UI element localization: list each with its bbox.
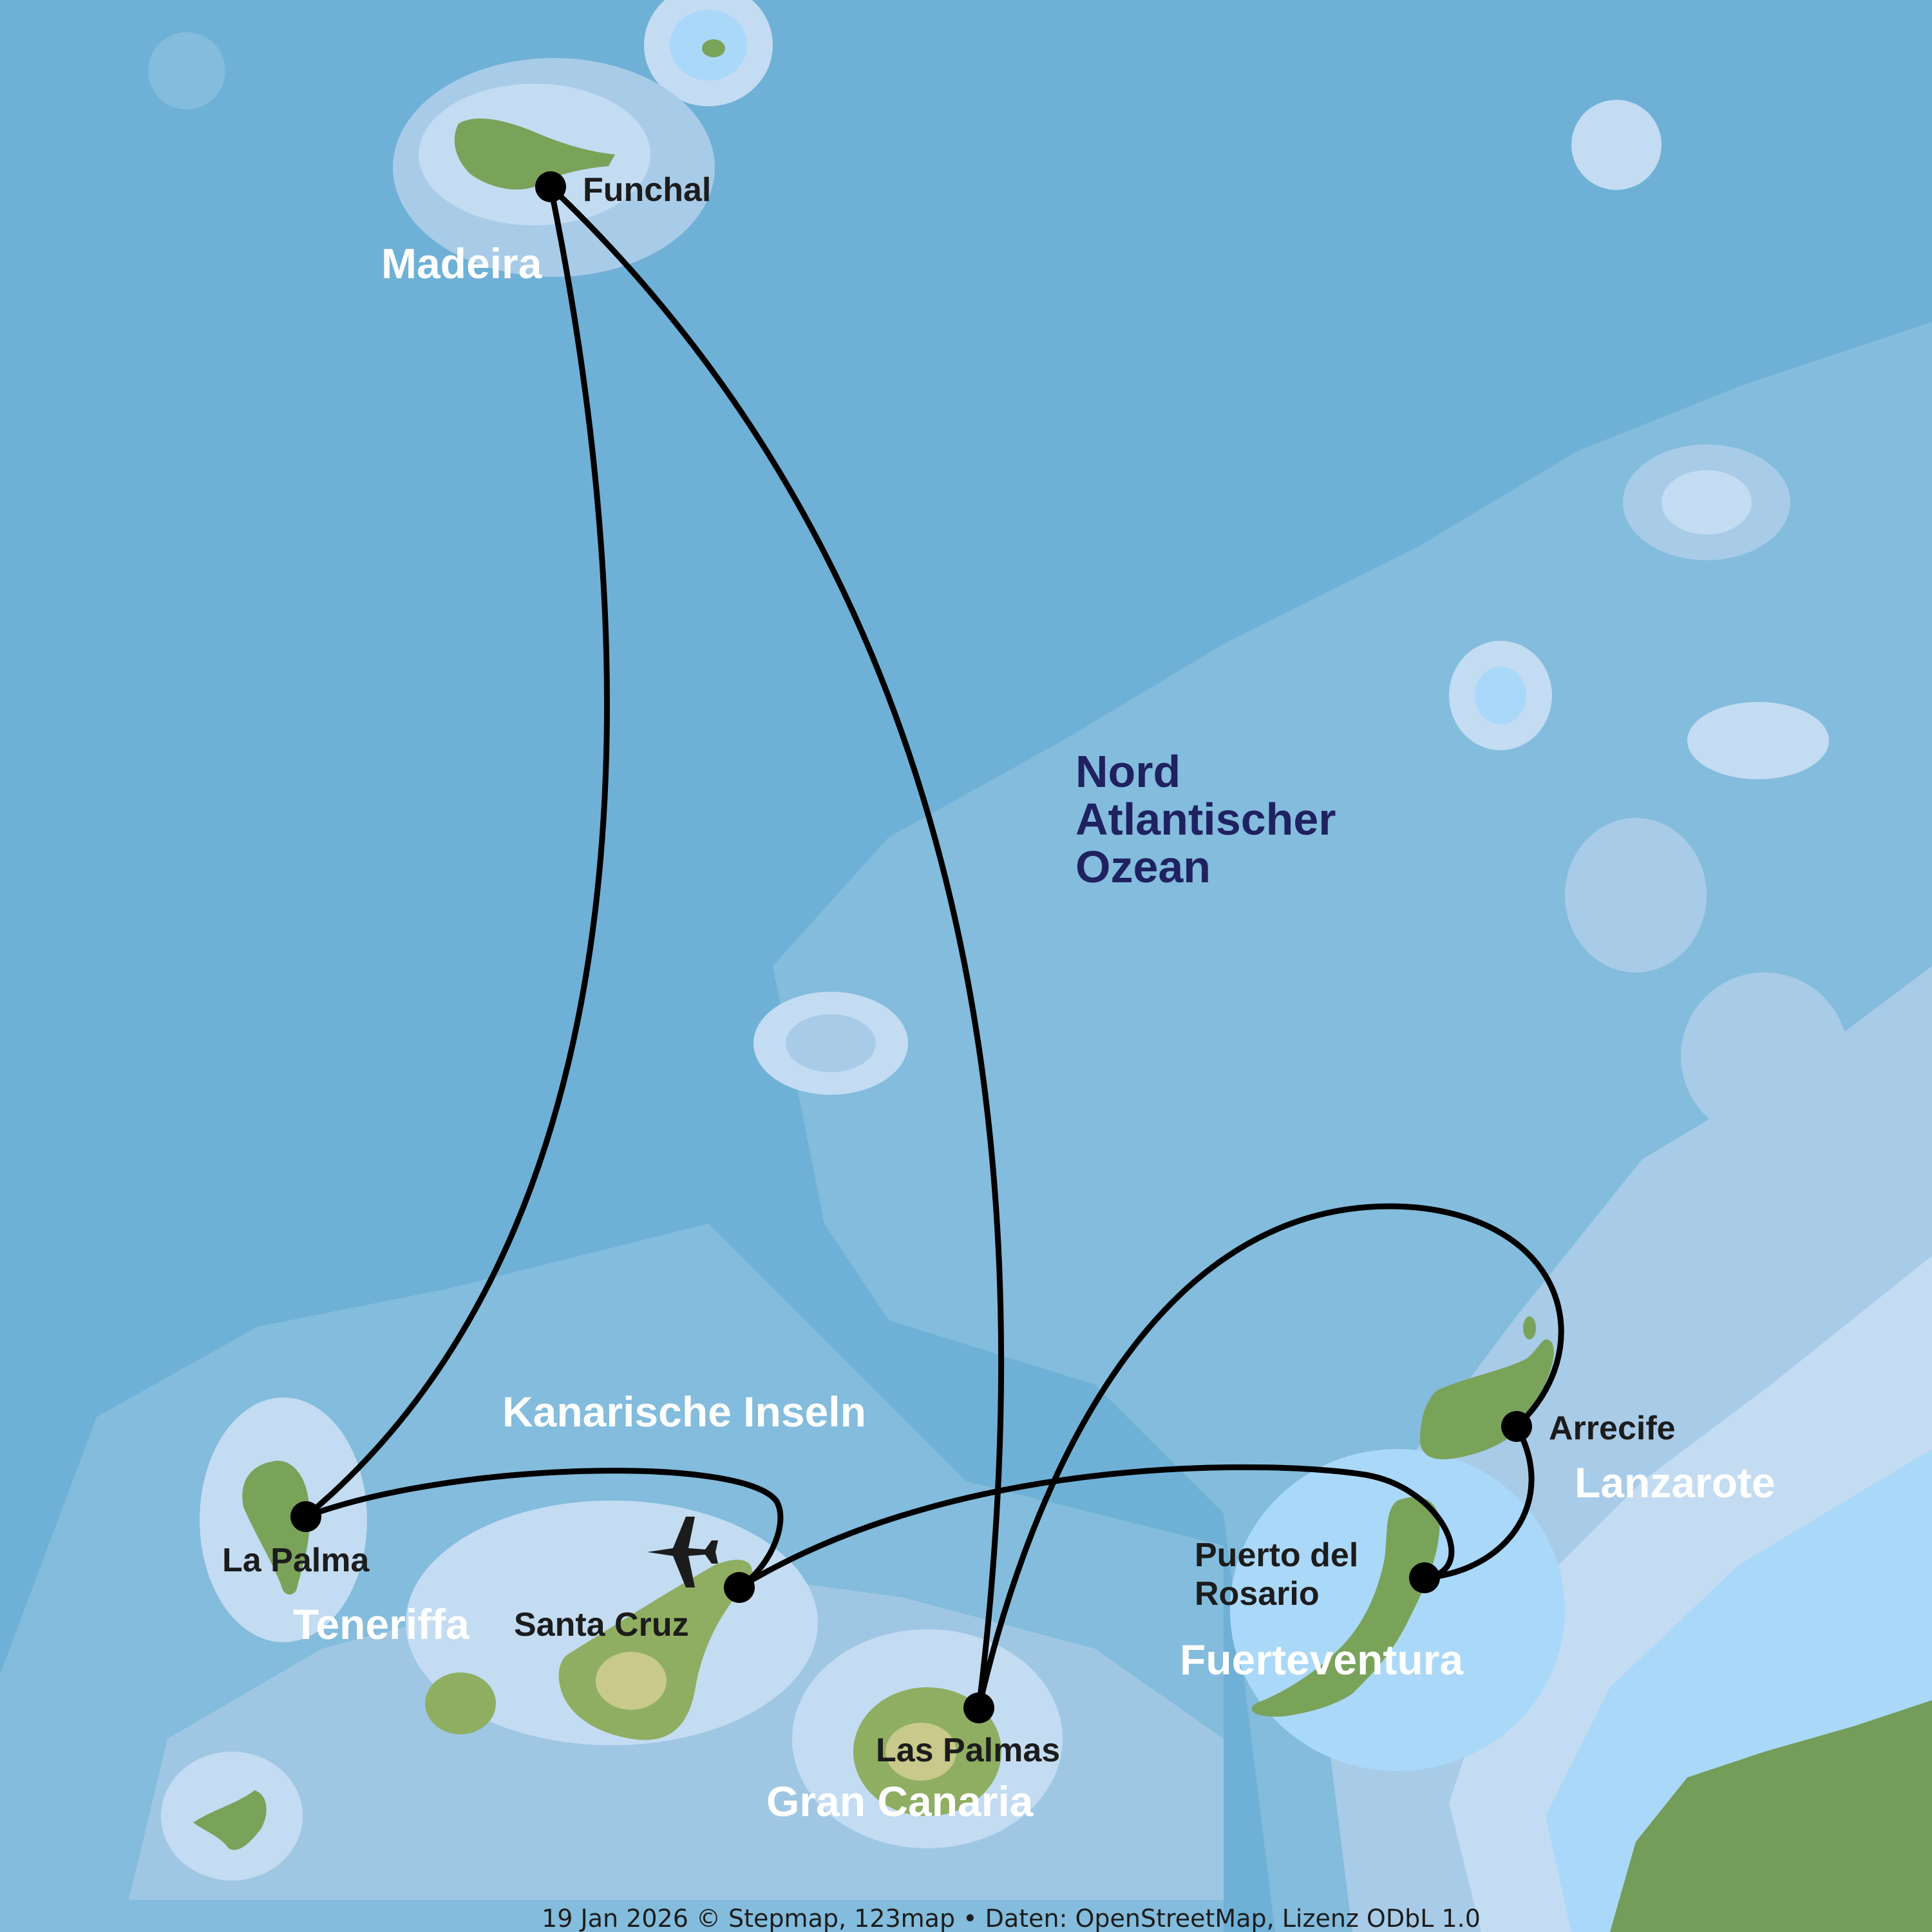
shoal (1571, 100, 1662, 190)
ocean-label: Nord Atlantischer Ozean (1075, 746, 1336, 892)
la-graciosa-island (1523, 1316, 1536, 1340)
map-credit: 19 Jan 2026 © Stepmap, 123map • Daten: O… (542, 1904, 1481, 1932)
shoal (1565, 818, 1707, 972)
island-label-teneriffa: Teneriffa (293, 1600, 470, 1648)
island-label-lanzarote: Lanzarote (1575, 1459, 1776, 1506)
fuerteventura-island (1251, 1497, 1440, 1717)
shoal (1687, 702, 1829, 779)
el-hierro-island (193, 1790, 267, 1850)
route-puerto-del-rosario-arrecife (1421, 1423, 1535, 1581)
city-label-las-palmas: Las Palmas (876, 1732, 1060, 1769)
shoal (148, 32, 225, 109)
city-label-puerto-del-rosario: Puerto del (1195, 1537, 1358, 1574)
route-santa-cruz-puerto-del-rosario (736, 1464, 1455, 1591)
island-label-gran-canaria: Gran Canaria (766, 1777, 1034, 1825)
ocean-label-line1: Nord (1075, 746, 1180, 797)
marker-funchal[interactable] (535, 171, 566, 202)
marker-la-palma[interactable] (290, 1501, 321, 1532)
la-gomera-island (425, 1672, 496, 1734)
marker-santa-cruz[interactable] (724, 1572, 755, 1603)
shoal (1662, 470, 1752, 535)
route-las-palmas-funchal (547, 184, 1005, 1711)
african-coast (1610, 1700, 1932, 1932)
lanzarote-island (1420, 1339, 1554, 1459)
marker-las-palmas[interactable] (963, 1692, 994, 1723)
shoal (1475, 667, 1526, 724)
shoal (786, 1014, 876, 1072)
airplane-icon (647, 1517, 718, 1587)
route-funchal-la-palma (303, 184, 610, 1520)
route (303, 184, 1564, 1711)
marker-arrecife[interactable] (1501, 1411, 1532, 1442)
gran-canaria-peak (886, 1723, 956, 1781)
route-arrecife-las-palmas (976, 1203, 1564, 1711)
city-label-funchal: Funchal (583, 171, 711, 209)
teneriffa-peak (596, 1652, 667, 1710)
ocean-label-line2: Atlantischer (1075, 794, 1336, 844)
island-labels: Madeira Teneriffa Gran Canaria Fuerteven… (293, 240, 1776, 1825)
city-label-la-palma: La Palma (222, 1542, 370, 1579)
island-label-fuerteventura: Fuerteventura (1180, 1636, 1464, 1683)
marker-puerto-del-rosario[interactable] (1409, 1562, 1440, 1593)
city-markers (290, 171, 1532, 1723)
porto-santo-island (702, 39, 725, 57)
island-label-madeira: Madeira (381, 240, 543, 287)
city-label-santa-cruz: Santa Cruz (514, 1606, 689, 1643)
landmasses (193, 39, 1932, 1932)
archipelago-label: Kanarische Inseln (502, 1388, 866, 1435)
route-la-palma-santa-cruz (303, 1468, 784, 1591)
city-labels: Funchal La Palma Santa Cruz Las Palmas P… (222, 171, 1676, 1769)
shoal (1681, 972, 1848, 1140)
la-palma-island (242, 1461, 310, 1595)
city-label-puerto-del-rosario-line2: Rosario (1195, 1575, 1320, 1613)
madeira-island (454, 118, 615, 190)
ocean-label-line3: Ozean (1075, 842, 1211, 892)
city-label-arrecife: Arrecife (1549, 1410, 1676, 1447)
